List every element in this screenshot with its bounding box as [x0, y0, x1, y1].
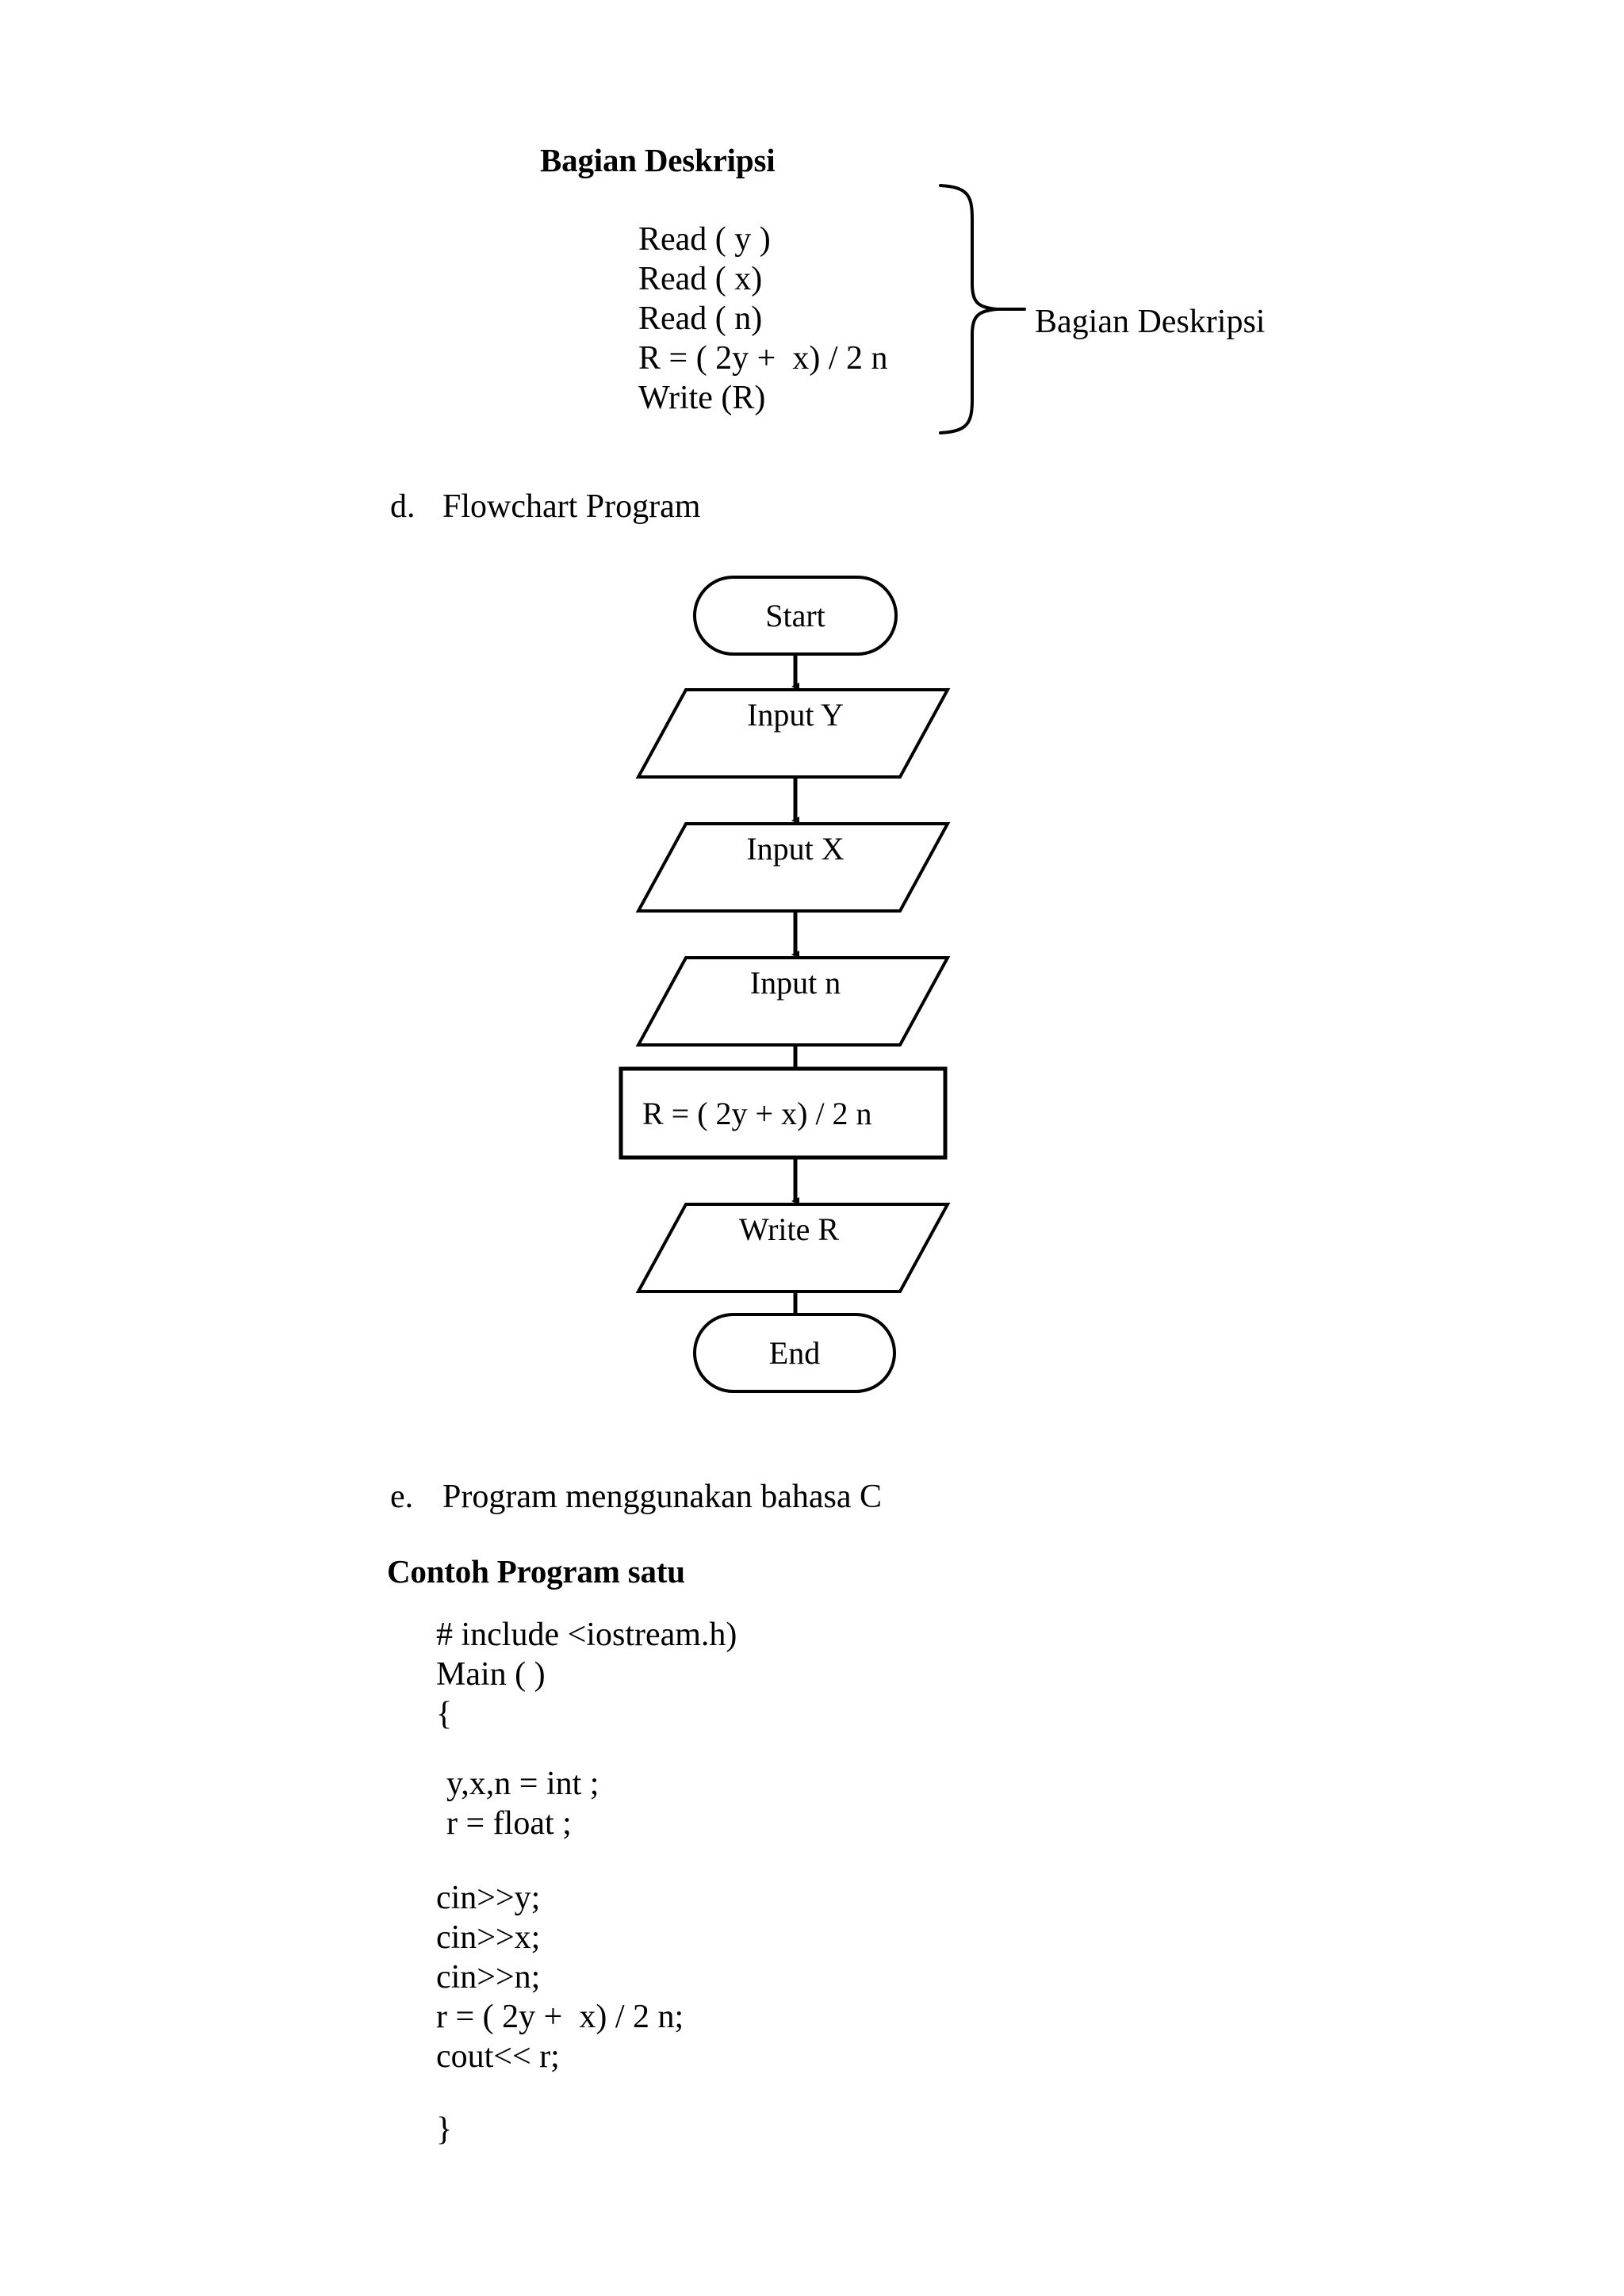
program-heading: Contoh Program satu: [387, 1553, 685, 1590]
flow-node-process: R = ( 2y + x) / 2 n: [619, 1066, 948, 1160]
code-line-decl-float: r = float ;: [446, 1805, 572, 1842]
code-line-cin-n: cin>>n;: [436, 1959, 541, 1996]
code-line-close-brace: }: [436, 2111, 453, 2148]
code-line-cin-x: cin>>x;: [436, 1919, 541, 1956]
code-line-decl-int: y,x,n = int ;: [446, 1766, 599, 1802]
code-line-cout-r: cout<< r;: [436, 2038, 560, 2075]
pseudocode-line-3: Read ( n): [638, 300, 763, 337]
flow-node-write-r: Write R: [635, 1203, 951, 1293]
flow-node-input-y: Input Y: [635, 688, 951, 779]
code-line-include: # include <iostream.h): [436, 1617, 737, 1653]
pseudocode-line-2: Read ( x): [638, 261, 763, 297]
flow-node-input-x: Input X: [635, 822, 951, 913]
brace-label: Bagian Deskripsi: [1035, 304, 1266, 340]
code-line-assign-r: r = ( 2y + x) / 2 n;: [436, 1999, 684, 2035]
code-line-main: Main ( ): [436, 1656, 546, 1693]
code-line-open-brace: {: [436, 1696, 453, 1732]
flow-node-process-label: R = ( 2y + x) / 2 n: [642, 1096, 872, 1131]
code-line-cin-y: cin>>y;: [436, 1880, 541, 1916]
right-curly-brace-icon: [936, 182, 1031, 436]
flow-node-input-n: Input n: [635, 956, 951, 1047]
section-d-text: Flowchart Program: [442, 488, 701, 525]
pseudocode-line-5: Write (R): [638, 380, 766, 416]
flow-node-start-label: Start: [765, 598, 825, 633]
pseudocode-line-1: Read ( y ): [638, 221, 771, 258]
flow-node-write-r-label: Write R: [739, 1211, 839, 1247]
section-d-marker: d.: [390, 488, 416, 525]
flowchart-diagram: Start Input Y Input X Input n: [587, 563, 999, 1411]
flow-node-end-label: End: [769, 1335, 820, 1371]
pseudocode-line-4: R = ( 2y + x) / 2 n: [638, 340, 888, 377]
flow-node-start: Start: [693, 576, 898, 656]
section-e-text: Program menggunakan bahasa C: [442, 1479, 883, 1515]
section-e-marker: e.: [390, 1479, 414, 1515]
flow-node-input-x-label: Input X: [746, 831, 844, 867]
flow-node-input-n-label: Input n: [750, 965, 841, 1001]
flow-node-input-y-label: Input Y: [747, 697, 844, 733]
pseudocode-heading: Bagian Deskripsi: [540, 142, 776, 178]
flow-node-end: End: [693, 1313, 896, 1393]
